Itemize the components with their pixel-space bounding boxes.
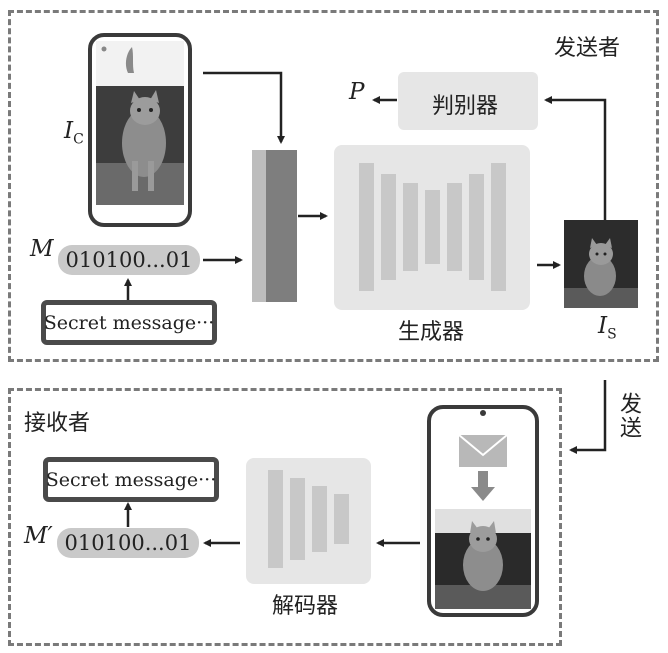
discriminator-box <box>398 72 538 130</box>
receiver-region-label: 接收者 <box>24 411 91 436</box>
sender-region-label: 发送者 <box>554 36 621 61</box>
receiver-phone <box>427 405 539 617</box>
p-output-label: P <box>349 79 365 105</box>
receiver-bits-pill: 010100...01 <box>57 528 199 558</box>
sender-region <box>8 10 659 362</box>
concat-message-channel <box>266 150 297 302</box>
arrow-stego-to-discriminator <box>544 96 607 220</box>
receiver-region <box>8 388 562 646</box>
transfer-label: 发送 <box>616 392 641 440</box>
stego-image-label: IS <box>598 313 617 343</box>
recovered-message-var-label: M′ <box>24 523 53 549</box>
concat-cover-channel <box>252 150 266 302</box>
sender-bits-pill: 010100...01 <box>58 245 200 275</box>
discriminator-label: 判别器 <box>432 94 499 119</box>
decoder-layers <box>268 470 349 568</box>
arrow-cover-to-concat <box>203 71 285 144</box>
message-var-label: M <box>30 236 54 262</box>
cover-phone <box>88 33 192 227</box>
generator-label: 生成器 <box>398 320 465 345</box>
cover-image-label: IC <box>64 118 84 148</box>
arrow-transfer <box>569 380 607 454</box>
decoder-network <box>246 458 371 584</box>
receiver-secret-message-box: Secret message··· <box>43 457 219 502</box>
decoder-label: 解码器 <box>272 594 339 619</box>
generator-network <box>334 145 530 310</box>
concat-block <box>252 150 297 302</box>
stego-image <box>564 220 638 308</box>
generator-layers <box>359 163 506 291</box>
sender-secret-message-box: Secret message··· <box>41 300 217 345</box>
